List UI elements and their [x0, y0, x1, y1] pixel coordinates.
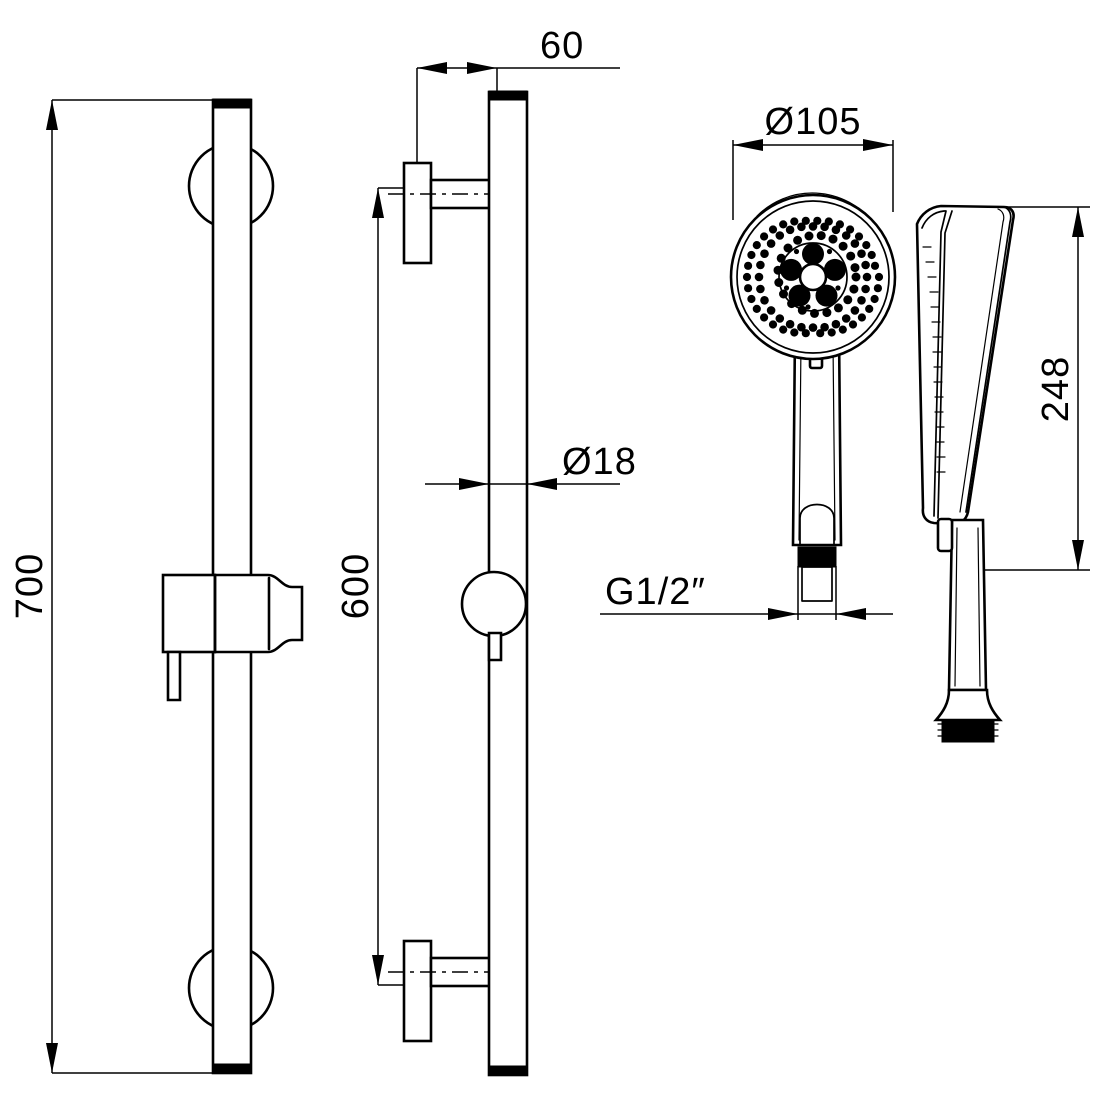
arrow-60-left [417, 62, 447, 74]
front-rail-bottom-cap [212, 1063, 252, 1074]
arrow-g12-right [836, 608, 866, 620]
hose-connector-nut [801, 566, 833, 602]
arrow-dia105-left [733, 139, 763, 151]
dim-label-g12: G1/2″ [605, 571, 706, 613]
nozzle-ring-outer [742, 216, 884, 338]
dim-label-700: 700 [9, 553, 51, 619]
holder-ring-lever[interactable] [487, 631, 503, 662]
arrow-dia105-right [863, 139, 893, 151]
spray-head-inner-rim [736, 200, 890, 354]
side-handle-collar [933, 688, 1003, 722]
arrow-600-bottom [372, 955, 384, 985]
side-holder-clamp[interactable] [460, 570, 528, 662]
rail-front-view: 700 [9, 98, 304, 1075]
hub-micro-jet-1 [826, 248, 833, 255]
side-handle-mode-slot[interactable] [936, 517, 954, 553]
side-head-face-edge [921, 210, 947, 517]
arrow-600-top [372, 188, 384, 218]
handle-inner-edges [798, 341, 836, 541]
side-head-nozzle-marks [922, 246, 946, 473]
dim-label-248: 248 [1035, 356, 1077, 422]
arrow-dia18-left [459, 478, 489, 490]
hub-large-jet-4 [788, 284, 811, 307]
arrow-248-top [1072, 207, 1084, 237]
hub-large-jet-2 [823, 258, 846, 281]
hand-shower-side-view: 248 [915, 204, 1090, 743]
lower-bracket-flange-plate [402, 939, 433, 1043]
side-upper-wall-bracket [388, 161, 505, 265]
rail-side-view: 60 600 Ø18 [335, 25, 637, 1077]
dim-label-600: 600 [335, 553, 377, 619]
dim-label-dia105: Ø105 [765, 101, 862, 143]
hub-large-jet-1 [802, 243, 824, 265]
hub-micro-jet-5 [793, 248, 800, 255]
side-head-body [915, 204, 1015, 526]
side-rail-top-cap [488, 90, 528, 101]
side-hose-thread-ticks [937, 723, 999, 737]
arrow-700-bottom [46, 1043, 58, 1073]
arrow-700-top [46, 100, 58, 130]
spray-head-highlight-arc [756, 192, 874, 223]
hub-large-jet-3 [815, 284, 838, 307]
front-holder-clamp[interactable] [161, 573, 304, 702]
hub-micro-jet-2 [835, 285, 841, 291]
holder-clamp-cradle [213, 573, 304, 654]
spray-head-center-hub [778, 242, 848, 312]
nozzle-ring-middle [754, 222, 872, 332]
arrow-60-right [467, 62, 497, 74]
dim-label-dia18: Ø18 [562, 441, 637, 483]
hub-micro-jet-3 [805, 304, 811, 310]
hand-shower-face-view: Ø105 [600, 101, 897, 620]
hub-large-jet-5 [780, 258, 803, 281]
front-rail-top-cap [212, 98, 252, 109]
side-lower-wall-bracket [388, 939, 505, 1043]
upper-bracket-flange-plate [402, 161, 433, 265]
side-handle-body [947, 518, 988, 692]
side-hose-connector-thread [941, 719, 995, 743]
handle-lower-detail [799, 503, 835, 546]
holder-lock-lever[interactable] [166, 650, 182, 702]
side-head-back-edge [965, 206, 1012, 513]
side-handle-inner-edges [954, 527, 981, 687]
face-view-handle [791, 328, 843, 602]
side-head-face-edge-2 [937, 210, 953, 519]
arrow-dia18-right [527, 478, 557, 490]
hose-connector-thread [797, 546, 837, 568]
arrow-g12-left [768, 608, 798, 620]
holder-ring-end-view [460, 570, 528, 638]
side-head-back-edge-2 [959, 208, 1005, 513]
side-rail-bottom-cap [488, 1065, 528, 1076]
holder-clamp-back-block [161, 573, 217, 654]
arrow-248-bottom [1072, 540, 1084, 570]
hub-micro-jet-4 [783, 285, 790, 291]
spray-nozzle-field [742, 216, 884, 338]
hub-center-bore [798, 262, 828, 292]
dim-label-60: 60 [540, 25, 584, 67]
